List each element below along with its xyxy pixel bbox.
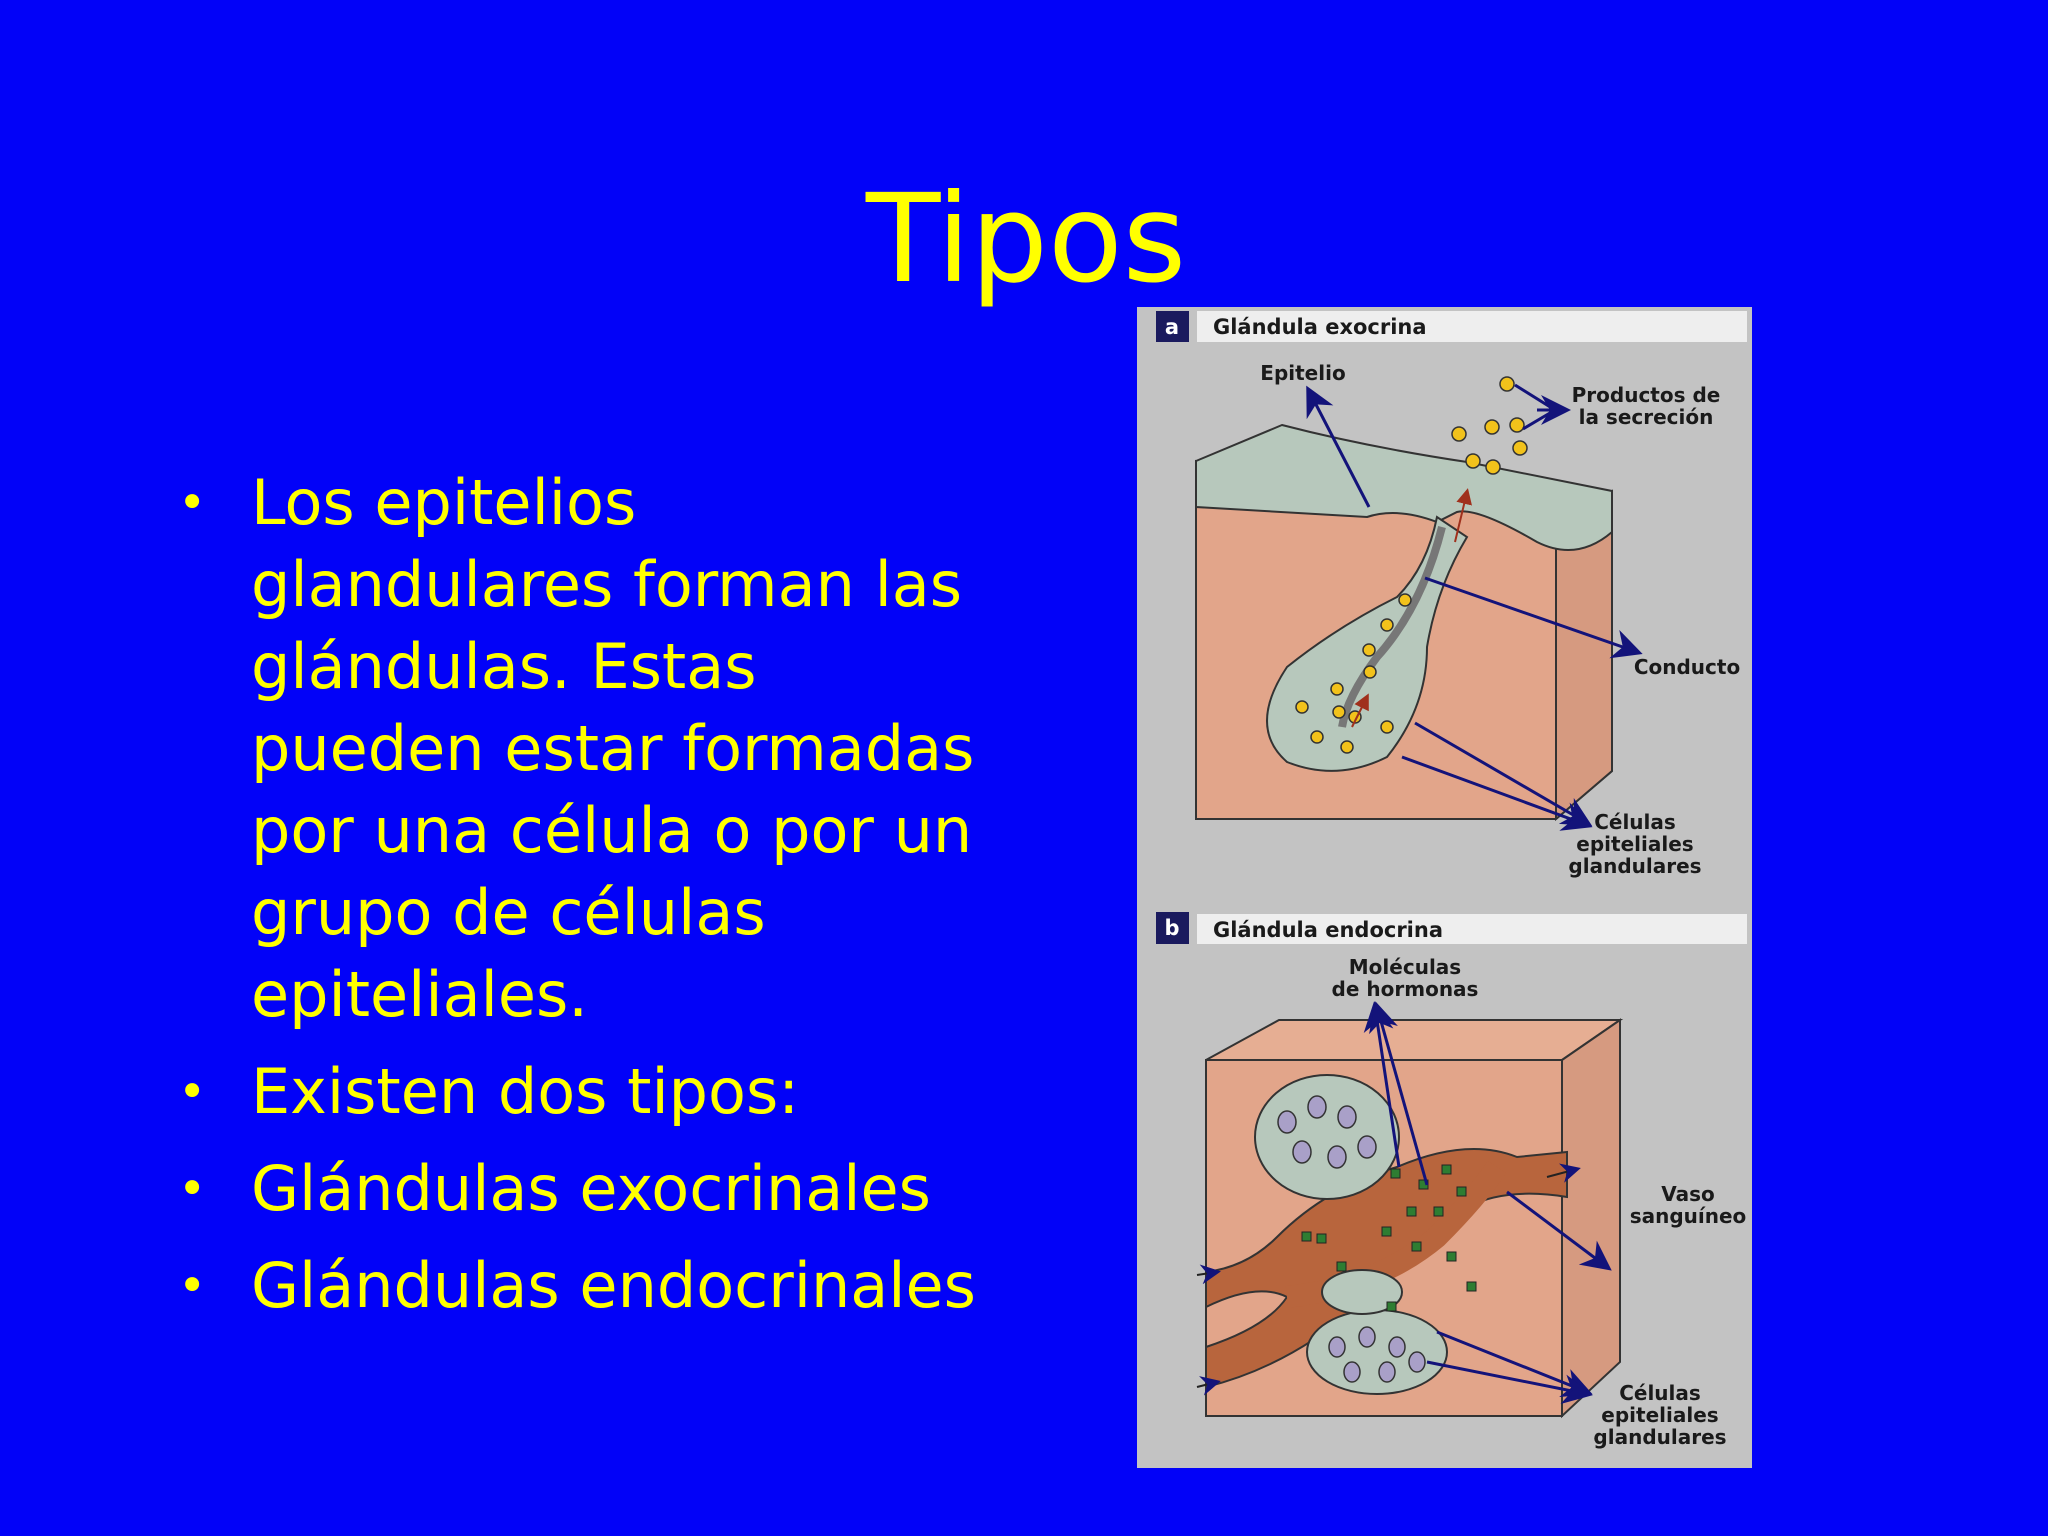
label-moleculas-2: de hormonas (1332, 977, 1479, 1001)
bullet-item: • Existen dos tipos: (170, 1051, 1070, 1133)
panel-b-arrows (1363, 1001, 1612, 1405)
label-vaso-1: Vaso (1661, 1182, 1715, 1206)
label-moleculas-1: Moléculas (1349, 955, 1461, 979)
bullet-line: glandulares forman las (251, 548, 963, 621)
label-productos-2: la secreción (1579, 405, 1714, 429)
bullet-line: por una célula o por un (251, 794, 973, 867)
bullet-marker: • (178, 1161, 207, 1217)
bullet-line: Existen dos tipos: (251, 1055, 800, 1128)
bullet-marker: • (178, 1064, 207, 1120)
bullet-marker: • (178, 475, 207, 531)
bullet-line: glándulas. Estas (251, 630, 757, 703)
bullet-item: • Glándulas exocrinales (170, 1148, 1070, 1230)
panel-b-badge: b (1164, 916, 1179, 940)
panel-b-heading: Glándula endocrina (1213, 918, 1443, 942)
label-celulas-a-1: Células (1594, 810, 1676, 834)
bullet-item: • Glándulas endocrinales (170, 1245, 1070, 1327)
slide-title-container: Tipos (0, 178, 2048, 300)
label-celulas-a-2: epiteliales (1576, 832, 1693, 856)
label-epitelio: Epitelio (1260, 361, 1345, 385)
label-productos-1: Productos de (1572, 383, 1721, 407)
panel-a-heading: Glándula exocrina (1213, 315, 1427, 339)
panel-a-badge: a (1165, 315, 1179, 339)
slide-title: Tipos (865, 168, 1187, 310)
bullet-line: pueden estar formadas (251, 712, 975, 785)
label-celulas-a-3: glandulares (1568, 854, 1701, 878)
label-celulas-b-1: Células (1619, 1381, 1701, 1405)
bullet-line: grupo de células (251, 876, 766, 949)
bullet-item: • Los epitelios glandulares forman las g… (170, 462, 1070, 1036)
gland-diagram: a Glándula exocrina (1137, 307, 1752, 1468)
endocrine-gland-illustration (1196, 1018, 1624, 1419)
label-vaso-2: sanguíneo (1630, 1204, 1747, 1228)
bullet-marker: • (178, 1258, 207, 1314)
panel-a-header: a Glándula exocrina (1156, 311, 1747, 342)
hormone-molecules (1301, 1164, 1477, 1312)
exocrine-gland-illustration (1195, 376, 1613, 822)
bullet-line: Glándulas exocrinales (251, 1152, 931, 1225)
secretion-dots (1295, 376, 1528, 754)
gland-diagram-svg: a Glándula exocrina (1156, 311, 1747, 1449)
bullet-line: Los epitelios (251, 466, 637, 539)
bullet-line: epiteliales. (251, 958, 589, 1031)
bullet-list: • Los epitelios glandulares forman las g… (170, 462, 1070, 1342)
panel-a-arrows (1306, 383, 1643, 831)
label-celulas-b-3: glandulares (1593, 1425, 1726, 1449)
panel-b-header: b Glándula endocrina (1156, 912, 1747, 944)
label-conducto: Conducto (1634, 655, 1740, 679)
label-celulas-b-2: epiteliales (1601, 1403, 1718, 1427)
bullet-line: Glándulas endocrinales (251, 1249, 976, 1322)
